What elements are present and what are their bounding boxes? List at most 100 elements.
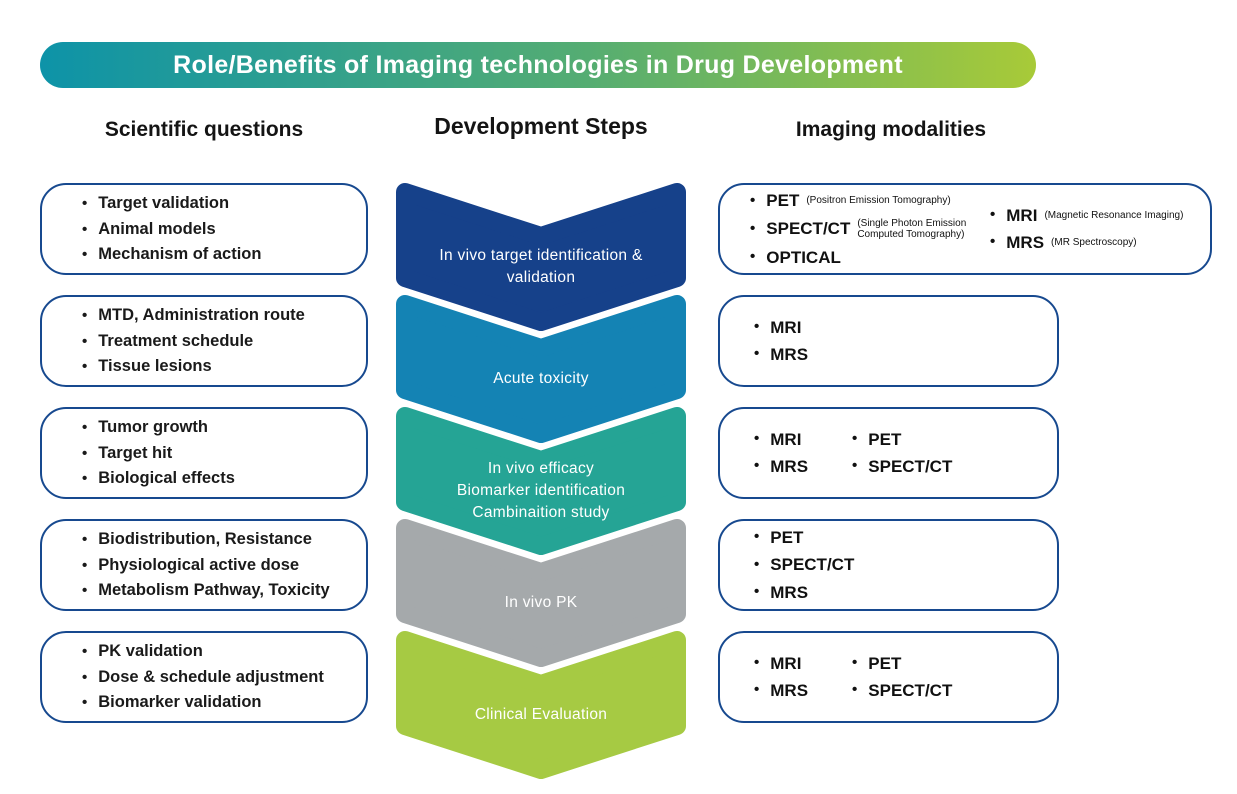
question-text: Biological effects	[98, 469, 235, 488]
question-text: Physiological active dose	[98, 555, 300, 574]
modality-item: • MRS	[754, 456, 852, 477]
step-chevron-in-vivo-efficacy: In vivo efficacy Biomarker identificatio…	[396, 407, 686, 567]
bullet-dot: •	[82, 418, 88, 436]
scientific-questions-box-1: • Target validation • Animal models •Mecha…	[40, 183, 368, 275]
column-header-development-steps: Development Steps	[434, 113, 648, 139]
modality-item: • MRS (MR Spectroscopy)	[990, 232, 1183, 253]
imaging-modalities-box-5: • MRI • MRS • PET • SPECT/CT	[718, 631, 1059, 723]
chevron-path	[396, 295, 686, 443]
step-chevron-acute-toxicity: Acute toxicity	[396, 295, 686, 455]
bullet-dot: •	[750, 247, 756, 265]
scientific-questions-box-5: •PK validation •Dose & schedule adjustme…	[40, 631, 368, 723]
imaging-modalities-box-3: • MRI • MRS • PET • SPECT/CT	[718, 407, 1059, 499]
modality-description: (Positron Emission Tomography)	[806, 195, 951, 207]
bullet-dot: •	[754, 555, 760, 573]
modality-column: • PET • SPECT/CT	[852, 429, 952, 478]
step-label-line: In vivo efficacy	[487, 460, 595, 477]
step-label: Clinical Evaluation	[396, 663, 686, 767]
bullet-item: •Mechanism of action	[82, 242, 356, 267]
modality-column: • MRI (Magnetic Resonance Imaging) • MRS…	[990, 205, 1183, 254]
modality-item: • MRI (Magnetic Resonance Imaging)	[990, 205, 1183, 226]
step-chevron-target-identification: In vivo target identification & validati…	[396, 183, 686, 343]
scientific-questions-box-2: •MTD, Administration route •Treatment sc…	[40, 295, 368, 387]
question-text: Target validation	[98, 193, 230, 212]
bullet-dot: •	[82, 332, 88, 350]
bullet-dot: •	[852, 681, 858, 699]
bullet-item: •Metabolism Pathway, Toxicity	[82, 578, 356, 603]
bullet-dot: •	[82, 306, 88, 324]
question-text: Animal models	[98, 219, 216, 238]
chevron-shape	[396, 631, 686, 779]
modality-name: PET	[868, 429, 902, 449]
bullet-item: • Tumor growth	[82, 415, 356, 440]
modality-item: • MRS	[754, 344, 808, 365]
modality-column: • MRI • MRS	[754, 653, 852, 702]
modality-column: • PET • SPECT/CT • MRS	[754, 527, 854, 603]
step-label: In vivo efficacy Biomarker identificatio…	[396, 439, 686, 543]
question-text: Dose & schedule adjustment	[98, 667, 324, 686]
chevron-shape	[396, 519, 686, 667]
scientific-questions-box-4: •Biodistribution, Resistance • Physiologi…	[40, 519, 368, 611]
modality-item: • SPECT/CT	[754, 554, 854, 575]
bullet-dot: •	[82, 530, 88, 548]
bullet-dot: •	[750, 219, 756, 237]
bullet-dot: •	[82, 642, 88, 660]
modality-item: • MRI	[754, 653, 852, 674]
bullet-dot: •	[754, 345, 760, 363]
modality-item: • SPECT/CT	[852, 456, 952, 477]
bullet-dot: •	[82, 582, 88, 600]
modality-name: MRS	[770, 457, 809, 476]
title-banner: Role/Benefits of Imaging technologies in…	[40, 42, 1036, 88]
chevron-shape	[396, 407, 686, 555]
bullet-dot: •	[990, 206, 996, 223]
step-label-line: Clinical Evaluation	[474, 706, 608, 723]
bullet-dot: •	[82, 470, 88, 488]
step-label: In vivo target identification & validati…	[396, 215, 686, 319]
step-label-line: In vivo target identification &	[439, 247, 643, 264]
bullet-dot: •	[754, 457, 760, 475]
column-header-scientific-questions: Scientific questions	[104, 118, 304, 141]
modality-name: MRS	[770, 681, 809, 700]
chevron-path	[396, 407, 686, 555]
modality-item: • PET (Positron Emission Tomography)	[750, 190, 990, 211]
bullet-dot: •	[82, 358, 88, 376]
modality-column: • MRI • MRS	[754, 317, 808, 366]
chevron-path	[396, 183, 686, 331]
bullet-dot: •	[82, 556, 88, 574]
chevron-shape	[396, 295, 686, 443]
modality-column: • MRI • MRS	[754, 429, 852, 478]
bullet-item: •Dose & schedule adjustment	[82, 665, 356, 690]
imaging-modalities-box-4: • PET • SPECT/CT • MRS	[718, 519, 1059, 611]
bullet-item: •Treatment schedule	[82, 329, 356, 354]
modality-name: MRI	[770, 653, 802, 673]
bullet-dot: •	[754, 582, 760, 600]
bullet-item: •Biomarker validation	[82, 690, 356, 715]
bullet-dot: •	[82, 194, 88, 212]
modality-column: • PET (Positron Emission Tomography) • S…	[750, 190, 990, 268]
modality-description: (Single Photon Emission Computed Tomogra…	[857, 217, 967, 241]
bullet-item: •Biodistribution, Resistance	[82, 527, 356, 552]
question-text: Biomarker validation	[98, 693, 262, 712]
modality-item: • MRI	[754, 317, 808, 338]
bullet-dot: •	[82, 220, 88, 238]
bullet-item: •MTD, Administration route	[82, 303, 356, 328]
question-text: Tumor growth	[98, 417, 208, 436]
bullet-item: • Animal models	[82, 217, 356, 242]
bullet-dot: •	[852, 430, 858, 447]
modality-name: MRI	[1006, 205, 1038, 225]
modality-name: SPECT/CT	[770, 555, 855, 575]
bullet-dot: •	[754, 430, 760, 447]
modality-item: • MRI	[754, 429, 852, 450]
modality-name: SPECT/CT	[868, 681, 953, 700]
bullet-item: • Biological effects	[82, 466, 356, 491]
bullet-dot: •	[82, 246, 88, 264]
bullet-dot: •	[852, 654, 858, 671]
modality-column: • PET • SPECT/CT	[852, 653, 952, 702]
step-label: Acute toxicity	[396, 327, 686, 431]
modality-item: • SPECT/CT (Single Photon Emission Compu…	[750, 218, 990, 241]
step-label-line: Biomarker identification	[456, 482, 626, 499]
step-label-line: Cambinaition study	[472, 504, 610, 521]
modality-name: MRS	[1006, 233, 1045, 252]
bullet-dot: •	[852, 457, 858, 475]
modality-name: PET	[770, 528, 804, 548]
